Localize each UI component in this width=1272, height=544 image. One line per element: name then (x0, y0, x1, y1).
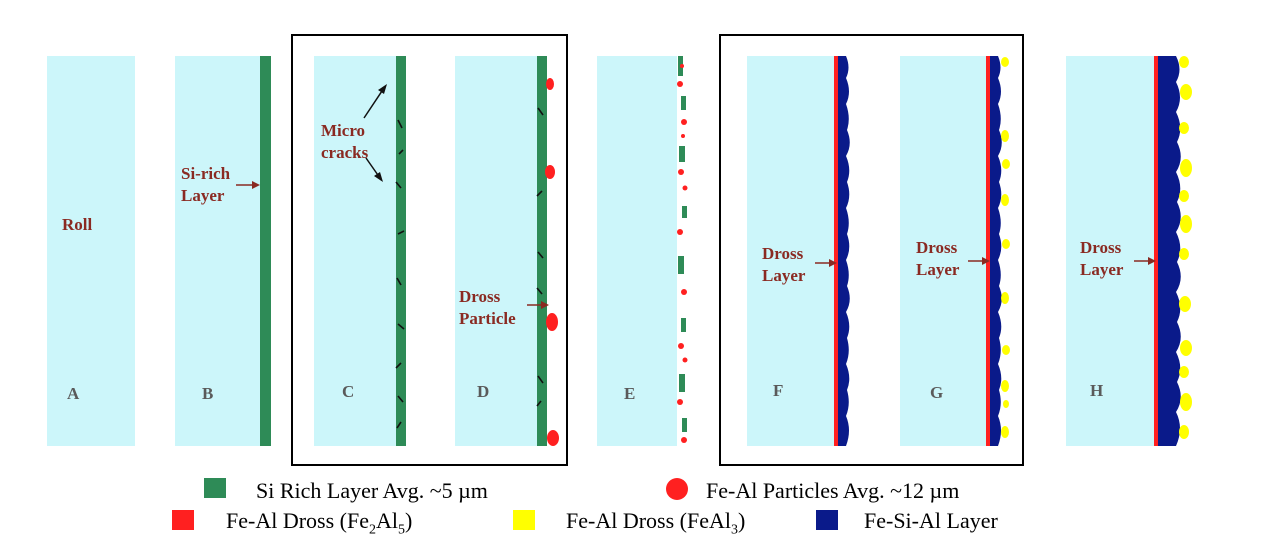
panel-b-roll (175, 56, 260, 446)
process-diagram: Roll A Si-rich Layer B Micro cracks C (47, 34, 1192, 466)
panel-a-label: A (67, 384, 80, 403)
panel-a-annotation: Roll (62, 215, 93, 234)
legend-fe2al5-sub2: 5 (398, 522, 405, 538)
panel-h-dross-layer (1158, 56, 1192, 446)
panel-f-label: F (773, 381, 784, 400)
panel-f-red-line (834, 56, 838, 446)
legend-feal3-prefix: Fe-Al Dross (FeAl (566, 508, 731, 533)
yellow-square-icon (513, 510, 535, 530)
legend-feal3-suffix: ) (738, 508, 746, 533)
red-square-icon (172, 510, 194, 530)
panel-e-label: E (624, 384, 636, 403)
panel-g-label: G (930, 383, 944, 402)
panel-d-si-layer (537, 56, 547, 446)
legend-particles-label: Fe-Al Particles Avg. ~12 µm (706, 478, 960, 503)
panel-g-arrow (968, 257, 990, 265)
panel-g-red-line (986, 56, 990, 446)
legend-fe2al5-mid: Al (376, 508, 398, 533)
panel-d-label: D (477, 382, 490, 401)
panel-h-label: H (1090, 381, 1104, 400)
panel-d-annotation: Dross Particle (459, 287, 516, 328)
blue-square-icon (816, 510, 838, 530)
green-square-icon (204, 478, 226, 498)
panel-b-annotation: Si-rich Layer (181, 164, 231, 205)
panel-e-roll (597, 56, 677, 446)
panel-c-si-layer (396, 56, 406, 446)
panel-d-features (536, 78, 559, 446)
legend-si-rich-label: Si Rich Layer Avg. ~5 µm (256, 478, 488, 503)
legend-feal3-label: Fe-Al Dross (FeAl3) (566, 508, 745, 538)
legend: Si Rich Layer Avg. ~5 µm Fe-Al Particles… (0, 470, 1272, 544)
panel-d-roll (455, 56, 537, 446)
legend-fe2al5-sub1: 2 (369, 522, 376, 538)
panel-c-arrows (363, 84, 387, 182)
panel-b-label: B (202, 384, 214, 403)
panel-f-arrow (815, 259, 837, 267)
legend-fe2al5-suffix: ) (405, 508, 413, 533)
legend-fe2al5-prefix: Fe-Al Dross (Fe (226, 508, 369, 533)
panel-d-arrow (527, 301, 549, 309)
panel-h-red-line (1154, 56, 1158, 446)
panel-g-dross-layer (990, 56, 1010, 446)
panel-b-si-layer (260, 56, 271, 446)
frame-c-d (291, 34, 568, 466)
panel-c-label: C (342, 382, 355, 401)
panel-c-roll (314, 56, 396, 446)
panel-f-roll (747, 56, 834, 446)
panel-f-dross-layer (838, 56, 850, 446)
panel-a-roll (47, 56, 135, 446)
panel-g-annotation: Dross Layer (916, 238, 960, 279)
panel-h-arrow (1134, 257, 1156, 265)
panel-c-microcracks (395, 119, 405, 429)
panel-h-annotation: Dross Layer (1080, 238, 1124, 279)
legend-fe2al5-label: Fe-Al Dross (Fe2Al5) (226, 508, 412, 538)
panel-h-roll (1066, 56, 1154, 446)
panel-g-roll (900, 56, 986, 446)
panel-c-annotation: Micro cracks (321, 121, 369, 162)
panel-e-mixed-layer (677, 56, 688, 443)
panel-f-annotation: Dross Layer (762, 244, 806, 285)
panel-b-arrow (236, 181, 260, 189)
red-circle-icon (666, 478, 688, 500)
legend-fesial-label: Fe-Si-Al Layer (864, 508, 998, 533)
frame-f-g (719, 34, 1024, 466)
legend-feal3-sub1: 3 (731, 522, 738, 538)
